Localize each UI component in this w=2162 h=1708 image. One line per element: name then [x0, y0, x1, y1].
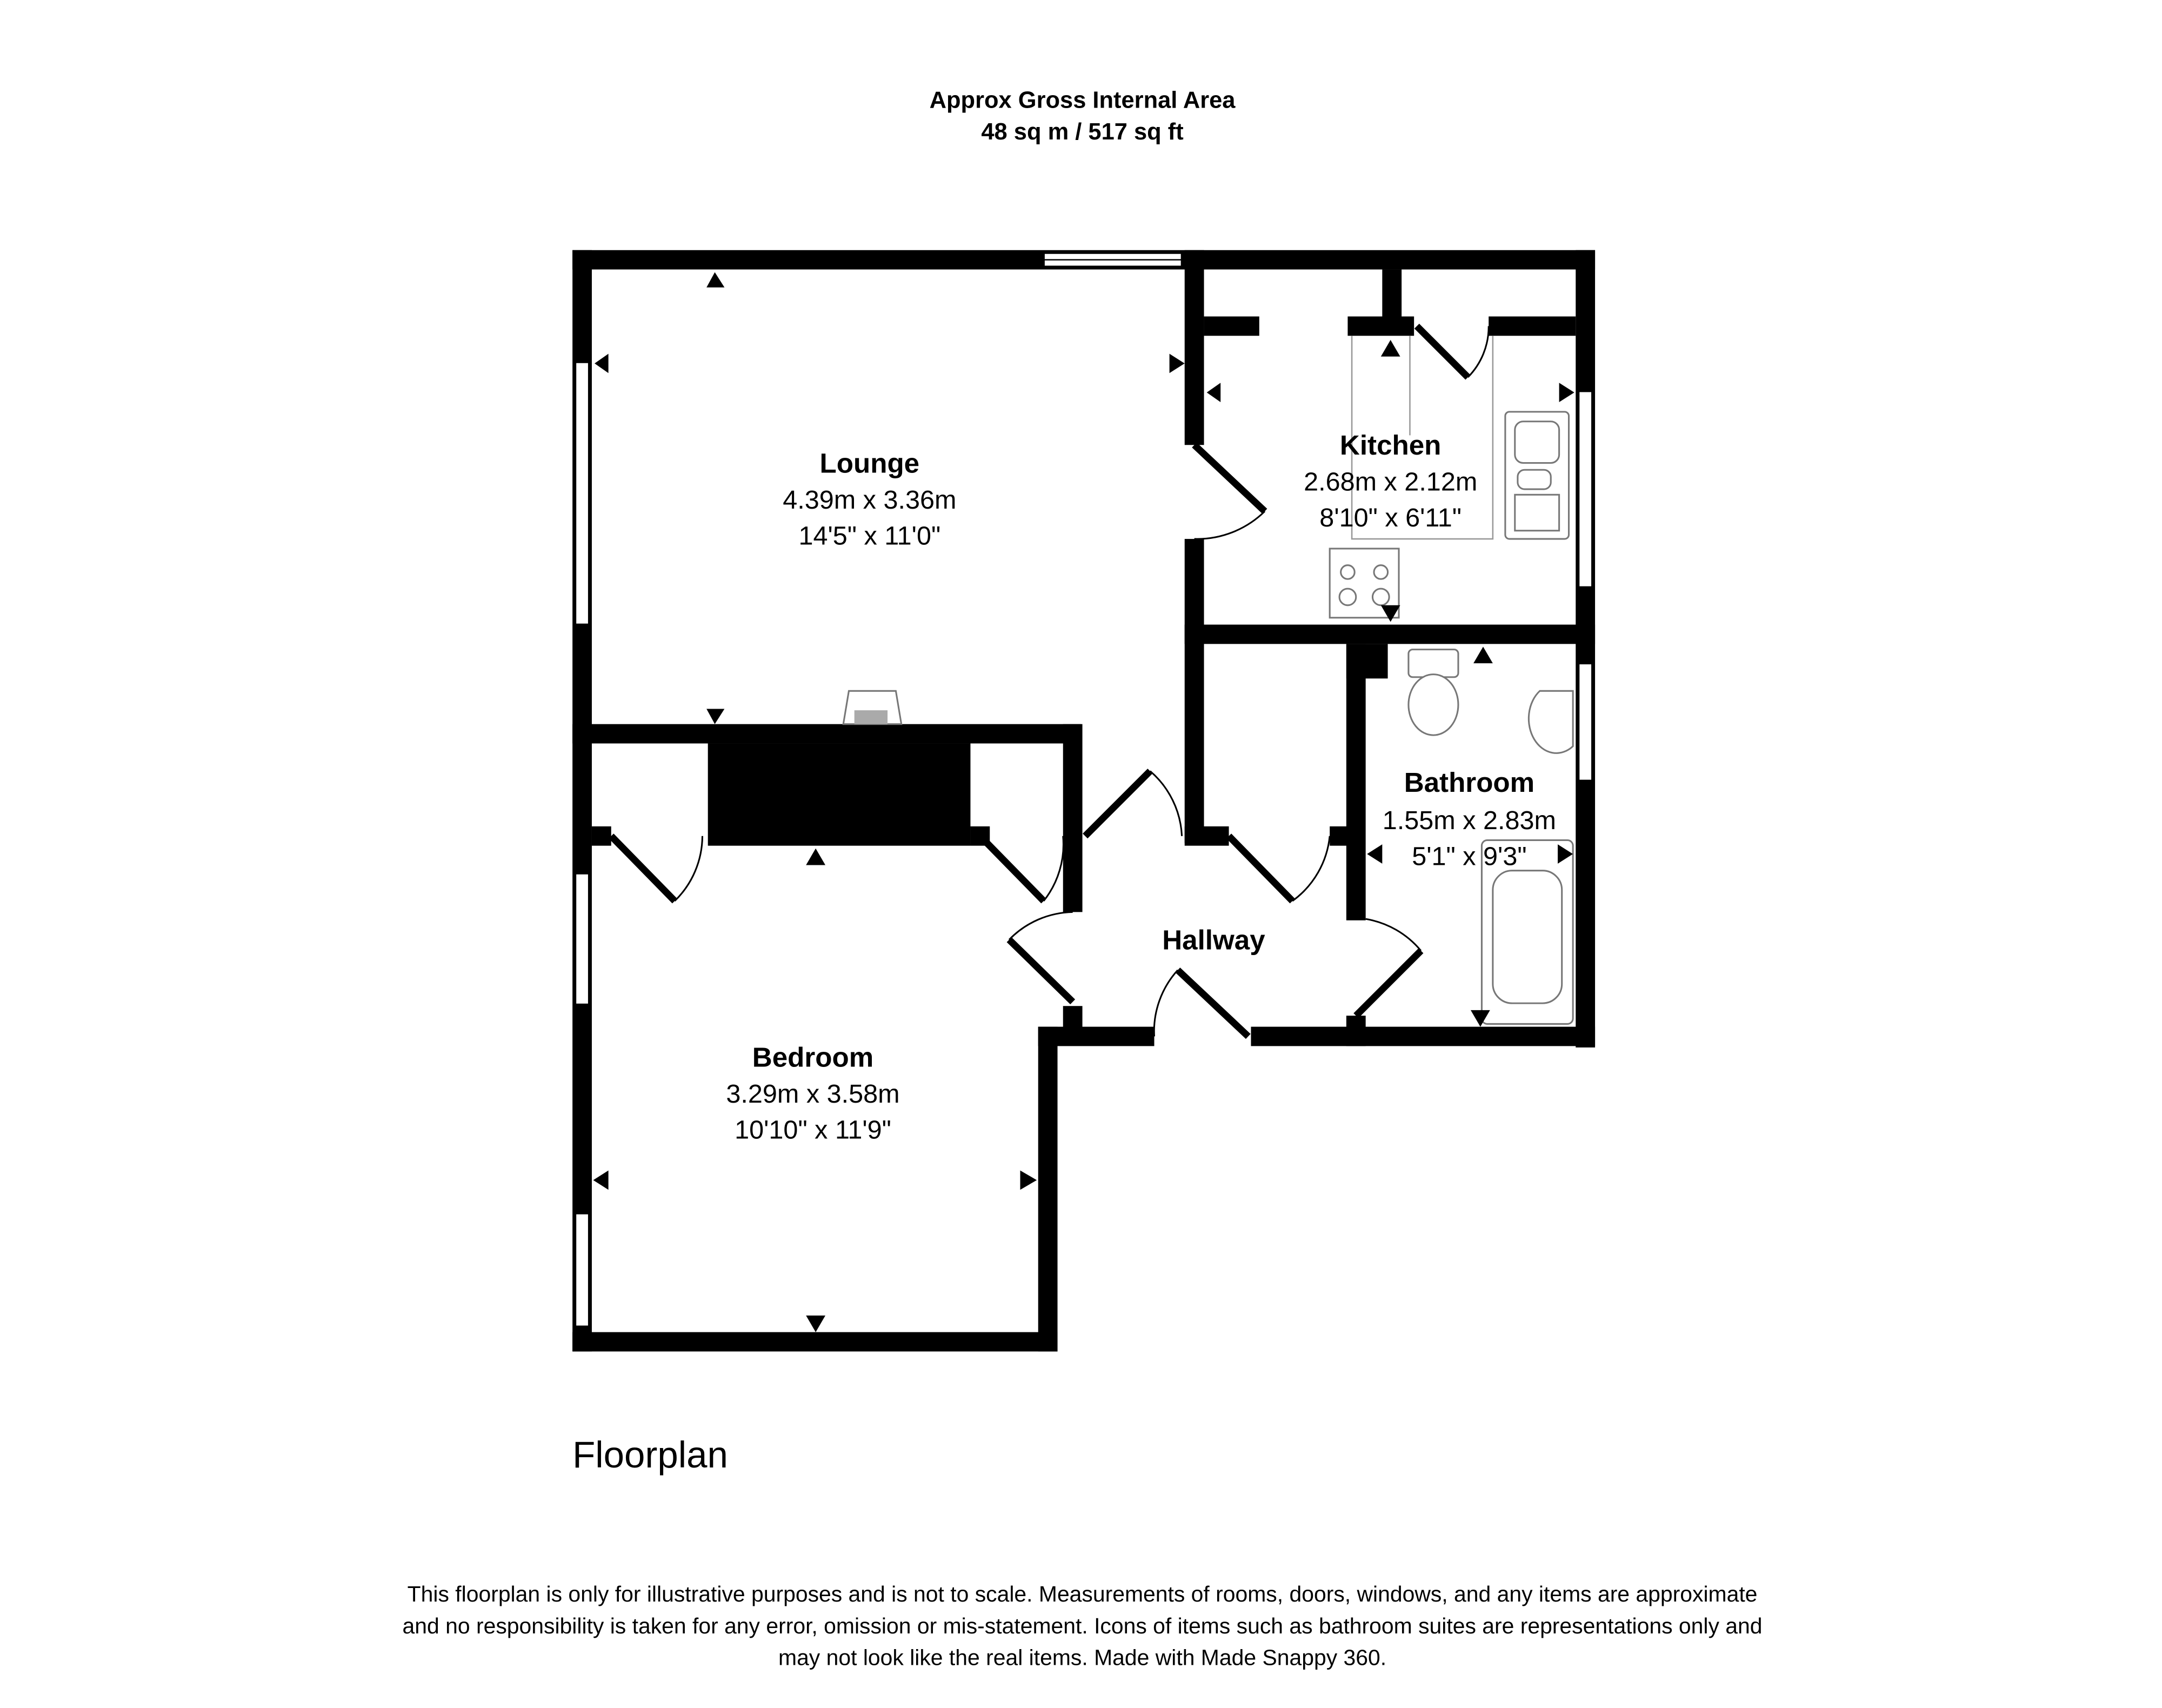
- svg-text:This floorplan is only for ill: This floorplan is only for illustrative …: [408, 1582, 1758, 1606]
- svg-text:3.29m x 3.58m: 3.29m x 3.58m: [726, 1079, 899, 1109]
- toilet-icon: [1407, 649, 1459, 678]
- doors: [609, 323, 1490, 1039]
- svg-text:Bathroom: Bathroom: [1404, 767, 1534, 798]
- disclaimer: This floorplan is only for illustrative …: [403, 1582, 1763, 1670]
- fixtures: [842, 336, 1574, 1025]
- svg-text:8'10" x 6'11": 8'10" x 6'11": [1319, 503, 1462, 532]
- area-title: Approx Gross Internal Area: [930, 87, 1236, 113]
- room-kitchen: Kitchen 2.68m x 2.12m 8'10" x 6'11": [1304, 430, 1477, 532]
- room-bathroom: Bathroom 1.55m x 2.83m 5'1" x 9'3": [1383, 767, 1556, 871]
- svg-text:1.55m x 2.83m: 1.55m x 2.83m: [1383, 806, 1556, 835]
- svg-text:Lounge: Lounge: [820, 448, 920, 478]
- svg-text:Bedroom: Bedroom: [752, 1042, 873, 1073]
- svg-text:and no responsibility is taken: and no responsibility is taken for any e…: [403, 1613, 1763, 1638]
- room-bedroom: Bedroom 3.29m x 3.58m 10'10" x 11'9": [726, 1042, 899, 1145]
- area-value: 48 sq m / 517 sq ft: [981, 119, 1183, 145]
- svg-text:Hallway: Hallway: [1162, 924, 1265, 955]
- room-lounge: Lounge 4.39m x 3.36m 14'5" x 11'0": [783, 448, 956, 550]
- svg-text:4.39m x 3.36m: 4.39m x 3.36m: [783, 485, 956, 515]
- basin-icon: [1527, 690, 1574, 754]
- svg-text:2.68m x 2.12m: 2.68m x 2.12m: [1304, 468, 1477, 497]
- direction-markers: [593, 272, 1574, 1332]
- floor-label: Floorplan: [572, 1434, 728, 1476]
- svg-text:10'10" x 11'9": 10'10" x 11'9": [735, 1116, 891, 1145]
- svg-text:5'1" x 9'3": 5'1" x 9'3": [1412, 842, 1526, 871]
- svg-text:14'5" x 11'0": 14'5" x 11'0": [798, 521, 940, 550]
- windows: [574, 251, 1593, 1328]
- svg-text:may not look like the real ite: may not look like the real items. Made w…: [778, 1645, 1386, 1670]
- svg-text:Kitchen: Kitchen: [1340, 430, 1441, 461]
- room-hallway: Hallway: [1162, 924, 1265, 955]
- walls: [572, 250, 1596, 1352]
